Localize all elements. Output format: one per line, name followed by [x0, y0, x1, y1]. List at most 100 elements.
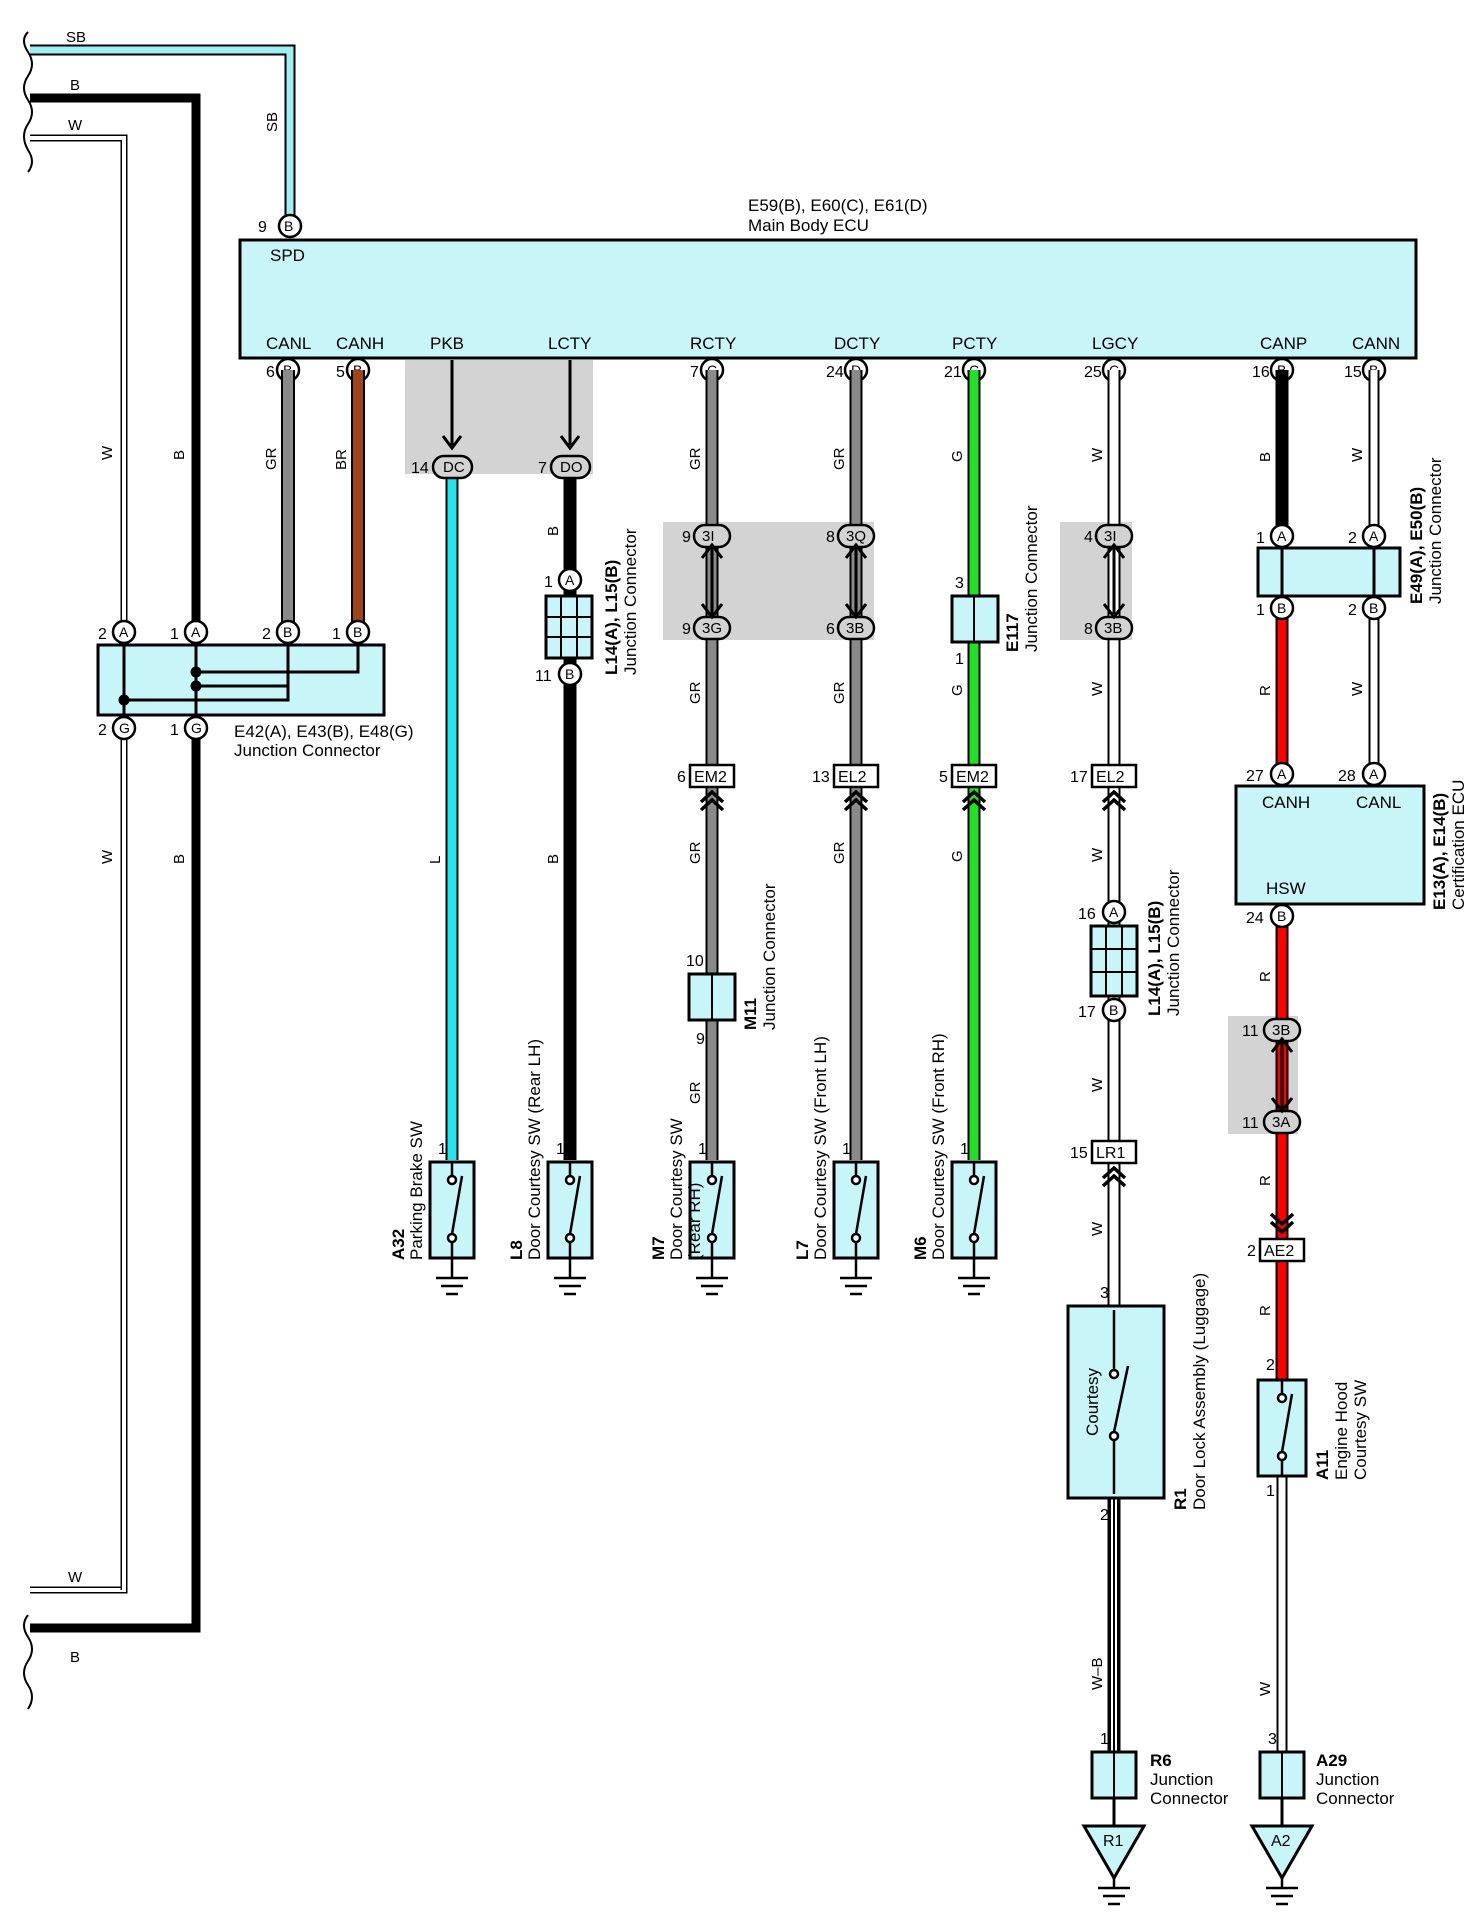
switch-name: Door Courtesy SW (Rear LH) [525, 1039, 544, 1260]
ecu-pin-name-lgcy: LGCY [1092, 334, 1138, 353]
ecu-pin-name-pkb: PKB [430, 334, 464, 353]
jc-e42-top-pin-conn: B [353, 624, 362, 640]
plug-dc-label: DC [443, 459, 465, 476]
inline-lr1-chevrons [1101, 1165, 1127, 1188]
wire-color-label: G [949, 450, 966, 462]
ecu-subtitle: Main Body ECU [748, 216, 869, 235]
cert-ecu-pin-24-num: 24 [1246, 910, 1264, 927]
jc-m11-pin-top: 10 [686, 953, 704, 970]
wire-color-label: B [171, 450, 188, 460]
oval-lgcy_top-num: 4 [1084, 529, 1093, 546]
jc-l14-right-pin-top-conn: A [1109, 904, 1119, 920]
jc-m11-title: M11 [741, 998, 760, 1030]
r1-pin-bottom: 2 [1100, 1507, 1109, 1524]
jc-e49-pin-2a [1361, 523, 1387, 549]
jc-l14-left-pin-bottom-num: 11 [535, 668, 552, 685]
switch-code: M7 [649, 1236, 668, 1260]
wire-color-label: R [1257, 1175, 1274, 1186]
r1-code: R1 [1171, 1488, 1190, 1510]
wire-color-label: G [949, 684, 966, 696]
r6-ground-triangle [1081, 1824, 1147, 1882]
cert-ecu-title: E13(A), E14(B) [1430, 793, 1449, 910]
switch-code: L7 [793, 1240, 812, 1260]
switch-name: Door Courtesy SW [667, 1118, 686, 1260]
ecu-pin-num: 6 [266, 364, 275, 381]
jc-e117-title: E117 [1003, 613, 1022, 652]
wire-color-label: GR [687, 1081, 704, 1104]
inline-dcty-label: EL2 [838, 769, 867, 786]
jc-e49-pin-2a-num: 2 [1348, 530, 1357, 547]
jc-r6-code: R6 [1150, 1751, 1172, 1770]
jc-r6-name: Junction [1150, 1770, 1213, 1789]
inline-ae2 [1258, 1237, 1306, 1263]
jc-e49-pin-2b [1361, 595, 1387, 621]
ecu-pin-name-lcty: LCTY [548, 334, 591, 353]
jc-e117-subtitle: Junction Connector [1022, 505, 1041, 652]
wire-color-label: W [99, 849, 116, 864]
ecu-pin-name-rcty: RCTY [690, 334, 736, 353]
wire-label-sb-top: SB [66, 29, 86, 46]
jc-e117-pin-bottom: 1 [955, 651, 964, 668]
r1-switch-symbol [1108, 1310, 1130, 1494]
inline-rcty [688, 763, 736, 789]
inline-rcty-chevrons [699, 789, 725, 812]
plug-dc [431, 454, 474, 480]
jc-e49-title: E49(A), E50(B) [1407, 487, 1426, 604]
jc-e42-top-pin-conn: A [119, 624, 129, 640]
jc-m11-subtitle: Junction Connector [760, 883, 779, 1030]
switch-code: L8 [507, 1240, 526, 1260]
jc-e49-pin-1b [1269, 595, 1295, 621]
wire-color-label: W [99, 445, 116, 460]
jc-l14-right-pin-bottom-conn: B [1109, 1002, 1118, 1018]
jc-l14-right-pin-bottom-num: 17 [1078, 1004, 1096, 1021]
wire-color-label: W–B [1089, 1657, 1106, 1690]
ecu-pin-num: 25 [1084, 364, 1102, 381]
a29-ground-label: A2 [1271, 1833, 1291, 1850]
double-arrows [700, 542, 1294, 1114]
jc-e42-top-pin-conn: A [191, 624, 201, 640]
wire-label-b-top: B [70, 77, 80, 94]
inline-pcty-num: 5 [939, 769, 948, 786]
inline-lr1 [1090, 1139, 1138, 1165]
oval-dcty_bot-label: 3B [846, 620, 864, 637]
wire-color-label: B [545, 854, 562, 864]
ecu-pin-num: 21 [944, 364, 962, 381]
jc-e42-bottom-pin-num: 1 [170, 722, 179, 739]
jc-l14-left [544, 594, 594, 660]
wire-color-label: GR [831, 681, 848, 704]
inline-ae2-chevrons [1269, 1212, 1295, 1235]
inline-rcty-num: 6 [677, 769, 686, 786]
jc-e49-pin-1b-conn: B [1277, 600, 1286, 616]
wire-color-label: B [545, 526, 562, 536]
main-body-ecu [238, 238, 1418, 360]
jc-e42-top-pin [183, 619, 209, 645]
jc-e42-top-pin [111, 619, 137, 645]
inline-lr1-label: LR1 [1096, 1145, 1125, 1162]
cert-ecu-pin-27 [1269, 761, 1295, 787]
wire-label-b-bottom: B [70, 1649, 80, 1666]
jc-e49-pin-1a [1269, 523, 1295, 549]
inline-lr1-num: 15 [1070, 1145, 1088, 1162]
r1-name: Door Lock Assembly (Luggage) [1190, 1273, 1209, 1510]
wire-color-label: R [1257, 685, 1274, 696]
wire-color-label: L [427, 856, 444, 864]
ecu-pin-num: 24 [826, 364, 844, 381]
wire-color-label: W [1089, 847, 1106, 862]
inline-dcty-chevrons [843, 789, 869, 812]
ecu-pin-spd [277, 213, 303, 239]
inline-rcty-label: EM2 [694, 769, 727, 786]
oval-lgcy_top-label: 3I [1104, 528, 1117, 545]
jc-l14-left-subtitle: Junction Connector [621, 528, 640, 675]
a29-ground-symbol [1266, 1878, 1298, 1906]
cert-ecu-pin-27-num: 27 [1246, 768, 1264, 785]
oval-dcty_bot-num: 6 [826, 621, 835, 638]
ecu-pin-name-dcty: DCTY [834, 334, 880, 353]
jc-e42-bottom-pin [183, 715, 209, 741]
